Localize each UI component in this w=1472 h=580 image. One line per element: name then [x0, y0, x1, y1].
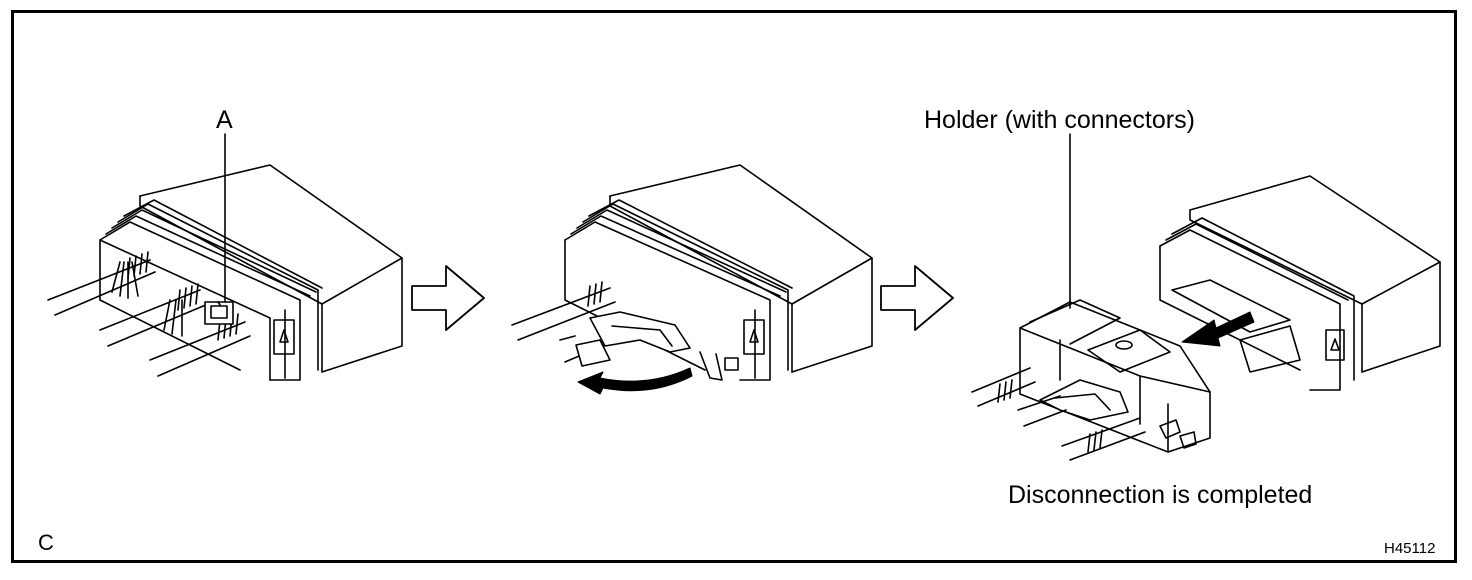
- ecu-empty: [1159, 175, 1441, 391]
- holder-with-connectors: [971, 299, 1211, 461]
- direction-arrow-icon: [1181, 311, 1255, 347]
- direction-arrow-icon: [577, 367, 693, 395]
- ecu-releasing: [511, 164, 873, 381]
- ecu-connected: [47, 164, 403, 381]
- part-label-a: A: [216, 106, 233, 134]
- completion-caption: Disconnection is completed: [1008, 481, 1313, 509]
- step-arrow-icon: [880, 265, 954, 331]
- step-letter: C: [38, 530, 54, 555]
- holder-label: Holder (with connectors): [924, 106, 1195, 134]
- figure-code: H45112: [1384, 540, 1436, 557]
- step-arrow-icon: [411, 265, 485, 331]
